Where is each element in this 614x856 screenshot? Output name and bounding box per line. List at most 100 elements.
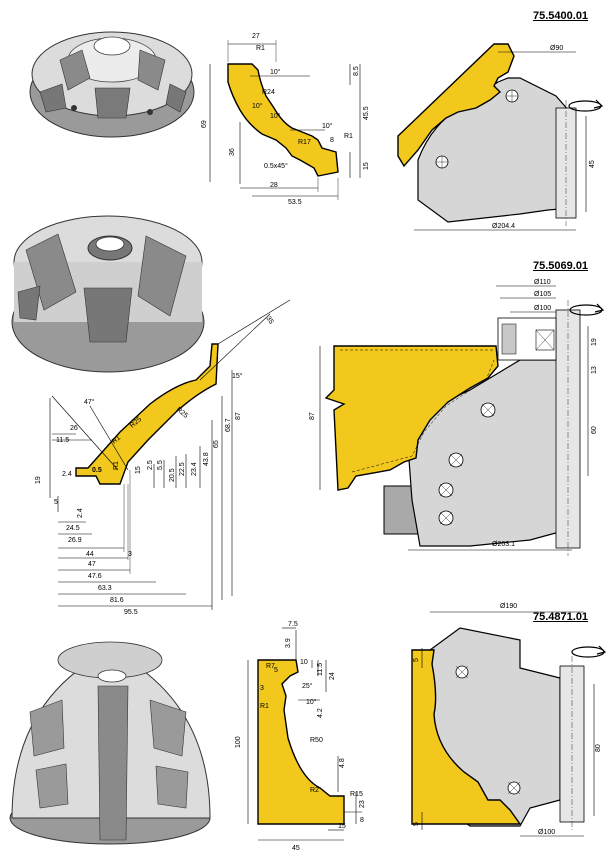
- top-cut-dia-top: Ø90: [550, 45, 563, 52]
- top-dim-5: 10°: [252, 102, 263, 110]
- mid-dim-19: 11.5: [56, 437, 69, 444]
- top-dim-6: 69: [201, 120, 208, 128]
- mid-dim-3: 47°: [84, 398, 95, 406]
- mid-dim-31: 63.3: [98, 585, 112, 592]
- cross-section-bot: [411, 611, 607, 837]
- mid-dim-20: 19: [35, 476, 42, 484]
- top-dim-4: R24: [262, 89, 275, 96]
- mid-dim-2: 15°: [232, 372, 243, 380]
- mid-dim-21: 2.4: [62, 471, 72, 478]
- bot-cut-d5b: 5: [413, 822, 420, 826]
- bot-cut-d5a: 5: [413, 658, 420, 662]
- top-dim-2: R1: [256, 45, 265, 52]
- mid-dim-15: 2.5: [147, 460, 154, 470]
- top-dim-14: 15: [363, 162, 370, 170]
- top-dim-13: 8: [330, 137, 334, 144]
- cutter-photo-bot: [9, 641, 211, 845]
- cross-section-top: [397, 43, 604, 231]
- mid-cut-s13: 13: [591, 366, 598, 374]
- mid-dim-17: R1: [113, 461, 120, 470]
- top-dim-17: 28: [270, 182, 278, 189]
- mid-dim-33: 95.5: [124, 609, 138, 616]
- bot-dim-12: 4.2: [317, 708, 324, 718]
- mid-dim-1: 35: [264, 315, 274, 325]
- cutter-photo-top: [29, 31, 195, 138]
- bot-dim-18: 23: [359, 800, 366, 808]
- profile-drawing-top: [209, 40, 361, 200]
- bot-dim-4: 5: [274, 667, 278, 674]
- mid-dim-6: R1: [111, 434, 122, 445]
- top-cut-shaft: 45: [589, 160, 596, 168]
- top-dim-3: 10°: [270, 68, 281, 76]
- top-dim-7: 10°: [270, 112, 281, 120]
- bot-dim-11: R1: [260, 703, 269, 710]
- bot-dim-10: 10°: [306, 698, 317, 706]
- mid-dim-27: 44: [86, 551, 94, 558]
- mid-dim-12: 22.5: [179, 462, 186, 476]
- bot-dim-15: 4.8: [339, 758, 346, 768]
- top-dim-10: R1: [344, 133, 353, 140]
- cutter-photo-mid: [11, 215, 205, 373]
- bot-cut-s80: 80: [595, 744, 602, 752]
- bot-dim-5: 10: [300, 659, 308, 666]
- mid-dim-16: 15: [135, 466, 142, 474]
- bot-dim-13: 100: [235, 736, 242, 748]
- top-dim-16: 0.5x45°: [264, 162, 288, 170]
- mid-dim-28: 3: [128, 551, 132, 558]
- top-dim-11: 8.5: [353, 66, 360, 76]
- mid-dim-13: 20.5: [169, 468, 176, 482]
- top-dim-9: 10°: [322, 122, 333, 130]
- mid-dim-10: 43.8: [203, 452, 210, 466]
- mid-cut-dbot: Ø203.1: [492, 541, 515, 548]
- mid-dim-5: R25: [175, 406, 189, 420]
- mid-dim-26: 26.9: [68, 537, 82, 544]
- profile-drawing-bot: [247, 627, 362, 841]
- bot-dim-19: 15: [338, 823, 346, 830]
- bot-dim-1: 7.5: [288, 621, 298, 628]
- product-code-mid: 75.5069.01: [533, 260, 589, 272]
- product-code-top: 75.5400.01: [533, 10, 589, 22]
- mid-cut-d2: Ø105: [534, 291, 551, 298]
- mid-cut-s60: 60: [591, 426, 598, 434]
- mid-dim-7: 87: [235, 412, 242, 420]
- top-cut-dia-bot: Ø204.4: [492, 223, 515, 230]
- bot-cut-dbot: Ø100: [538, 829, 555, 836]
- profile-drawing-mid: [49, 299, 291, 610]
- mid-cut-d1: Ø110: [534, 279, 551, 286]
- bot-dim-8: 3: [260, 685, 264, 692]
- top-dim-15: 36: [229, 148, 236, 156]
- bot-dim-6: 11.5: [317, 663, 324, 676]
- top-dim-12: 45.5: [363, 106, 370, 120]
- top-dim-1: 27: [252, 33, 260, 40]
- mid-dim-18: 26: [70, 425, 78, 432]
- bot-dim-7: 24: [329, 672, 336, 680]
- mid-dim-30: 47.6: [88, 573, 102, 580]
- top-dim-8: R17: [298, 139, 311, 146]
- bot-dim-3: R7: [266, 663, 275, 670]
- mid-dim-23: 5: [54, 499, 58, 506]
- mid-dim-14: 5.5: [157, 460, 164, 470]
- bot-dim-21: 45: [292, 845, 300, 852]
- bot-cut-dtop: Ø190: [500, 603, 517, 610]
- mid-dim-22: 0.5: [92, 467, 102, 474]
- bot-dim-2: 3.9: [285, 638, 292, 648]
- mid-cut-s19: 19: [591, 338, 598, 346]
- top-dim-18: 53.5: [288, 199, 302, 206]
- bot-dim-20: 8: [360, 817, 364, 824]
- mid-dim-32: 81.6: [110, 597, 124, 604]
- bot-dim-9: 25°: [302, 682, 313, 690]
- mid-dim-8: 68.7: [225, 418, 232, 432]
- product-code-bot: 75.4871.01: [533, 611, 589, 623]
- mid-dim-25: 24.5: [66, 525, 80, 532]
- cross-section-mid: [319, 285, 605, 556]
- mid-dim-29: 47: [88, 561, 96, 568]
- mid-dim-9: 65: [213, 440, 220, 448]
- mid-cut-h87: 87: [309, 412, 316, 420]
- bot-dim-16: R2: [310, 787, 319, 794]
- mid-dim-24: 2.4: [77, 508, 84, 518]
- mid-cut-d3: Ø100: [534, 305, 551, 312]
- bot-dim-14: R50: [310, 737, 323, 744]
- bot-dim-17: R15: [350, 791, 363, 798]
